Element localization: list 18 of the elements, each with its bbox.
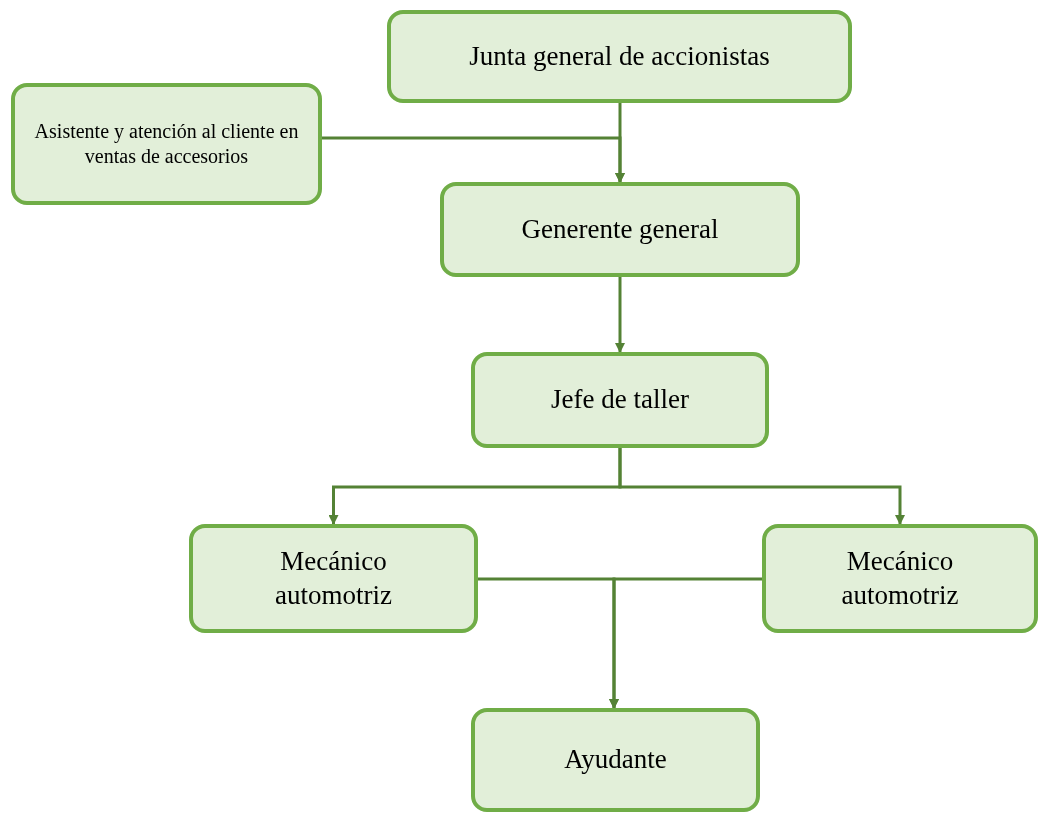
- connector-arrow: [322, 136, 625, 183]
- role-box: [440, 182, 800, 277]
- role-title: Jefe de taller: [551, 383, 689, 417]
- role-box: [387, 10, 852, 103]
- role-box: [189, 524, 478, 633]
- role-box: [762, 524, 1038, 633]
- role-title: Mecánico automotriz: [840, 544, 960, 612]
- role-title: Junta general de accionistas: [469, 39, 770, 73]
- role-box: [471, 708, 760, 812]
- role-title: Ayudante: [564, 743, 667, 777]
- connector-arrow: [609, 577, 762, 709]
- connector-arrow: [618, 448, 905, 525]
- role-title: Generente general: [521, 212, 719, 246]
- connector-arrow: [615, 277, 625, 353]
- role-box: [471, 352, 769, 448]
- role-box: [11, 83, 322, 205]
- role-title: Mecánico automotriz: [274, 544, 393, 612]
- role-title: Asistente y atención al cliente en ventas de accesorios: [33, 119, 300, 169]
